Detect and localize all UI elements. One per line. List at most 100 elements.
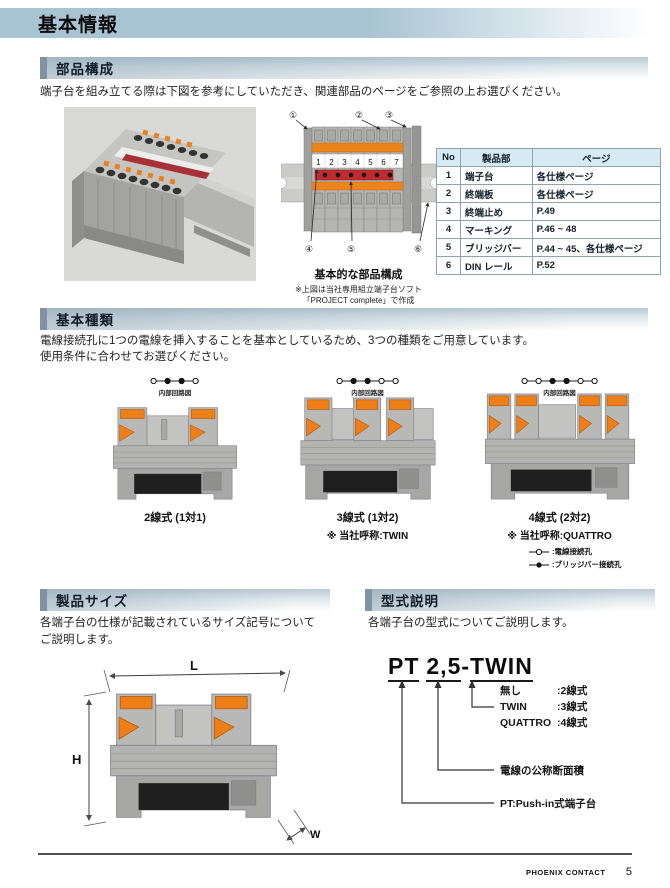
internal-circuit-schematic [521,377,598,385]
terminal-block-photo-illustration [64,107,256,281]
type-label: 2線式 (1対1) [144,512,206,524]
internal-circuit-schematic [150,377,200,385]
callout-3: ③ [385,110,393,120]
product-photo [64,107,256,281]
dim-label-width: W [310,829,321,841]
callout-2: ② [355,110,363,120]
terminal-block-illustration-3wire [295,393,441,503]
bridge-hole-node [549,377,556,385]
model-code-separator: - [461,653,471,679]
model-code-suffix: TWIN [470,653,533,682]
terminal-number: 6 [381,158,386,167]
size-dimension-diagram: L H W [72,658,321,845]
table-header-product: 製品部 [459,148,533,167]
wire-hole-node [192,377,200,385]
table-cell: P.44 ~ 45、各仕様ページ [531,238,662,257]
wire-hole-node [521,377,528,385]
table-cell: 終端板 [459,184,533,203]
footer-brand: PHOENIX CONTACT [525,868,606,877]
assembly-note-line2: 「PROJECT complete」で作成 [302,296,415,306]
types-intro-line1: 電線接続孔に1つの電線を挿入することを基本としているため、3つの種類をご用意して… [40,335,534,347]
bridge-hole-node [164,377,172,385]
table-cell: 1 [436,166,461,185]
table-cell: 各仕様ページ [531,166,662,185]
table-cell: マーキング [459,220,533,239]
type-figure-2wire: 内部回路図 2線式 (1対1) [85,376,265,539]
assembly-caption: 基本的な部品構成 [314,269,403,281]
table-cell: 端子台 [459,166,533,185]
terminal-block-illustration-2wire [107,403,243,503]
table-header-page: ページ [531,148,662,167]
terminal-number: 3 [342,158,347,167]
wire-hole-node [378,377,385,385]
table-cell: 各仕様ページ [531,184,662,203]
callout-1: ① [289,110,297,120]
section-heading-types: 基本種類 [56,313,114,328]
footer: PHOENIX CONTACT 5 [38,862,632,880]
legend-label: :ブリッジバー接続孔 [552,560,622,569]
assembly-note-line1: ※上図は当社専用組立端子台ソフト [295,285,422,294]
page-title: 基本情報 [38,14,119,36]
wire-hole-node [577,377,584,385]
wire-hole-node [336,377,343,385]
table-cell: 終端止め [459,202,533,221]
type-alias: ※ 当社呼称:QUATTRO [507,531,612,542]
table-cell: 6 [436,256,461,275]
table-cell: P.49 [531,202,662,221]
table-cell: 3 [436,202,461,221]
terminal-number: 2 [329,158,334,167]
section-heading-parts: 部品構成 [56,62,114,77]
table-cell: 2 [436,184,461,203]
dim-label-length: L [190,658,198,673]
branch-type-label: PT:Push-in式端子台 [500,798,597,810]
type-label: 4線式 (2対2) [528,512,591,524]
wire-hole-node [535,377,542,385]
bridge-hole-node [364,377,371,385]
type-figure-3wire: 内部回路図 3線式 (1対2) ※ 当社呼称:TWIN [275,376,460,542]
section-band-size: 製品サイズ [40,589,330,611]
wire-hole-node [150,377,158,385]
terminal-number: 1 [316,158,321,167]
internal-circuit-schematic [336,377,399,385]
legend-label: :電線接続孔 [552,547,592,556]
footer-page-number: 5 [625,866,632,878]
table-cell: 5 [436,238,461,257]
bridge-hole-node [563,377,570,385]
wire-hole-node [392,377,399,385]
type-alias: ※ 当社呼称:TWIN [326,531,409,542]
table-header-no: No [436,148,461,167]
terminal-block-illustration-4wire [481,389,639,503]
open-circle-symbol [529,548,549,555]
table-cell: P.46 ~ 48 [531,220,662,239]
suffix-option-list: 無し:2線式 TWIN:3線式 QUATTRO:4線式 [500,683,587,731]
legend-row-wire-hole: :電線接続孔 [528,546,622,557]
types-intro-line2: 使用条件に合わせてお選びください。 [40,351,236,363]
section-heading-size: 製品サイズ [56,594,129,609]
callout-4: ④ [305,244,313,254]
suffix-option-quattro: QUATTRO:4線式 [500,717,588,729]
bridge-hole-node [178,377,186,385]
table-cell: 4 [436,220,461,239]
terminal-number: 4 [355,158,360,167]
callout-6: ⑥ [414,244,422,254]
type-figure-4wire: 内部回路図 4線式 (2対2) ※ 当社呼称:QUATTRO [462,376,657,542]
size-intro-text: 各端子台の仕様が記載されているサイズ記号についてご説明します。 [40,617,315,646]
schematic-label: 内部回路図 [543,390,576,397]
table-cell: ブリッジバー [459,238,533,257]
suffix-option-none: 無し:2線式 [500,685,588,697]
bridge-hole-node [350,377,357,385]
type-label: 3線式 (1対2) [336,512,399,524]
terminal-number: 7 [394,158,399,167]
page-header: 基本情報 [0,8,670,38]
model-code-connector-lines [398,680,494,804]
table-cell: DIN レール [459,256,533,275]
